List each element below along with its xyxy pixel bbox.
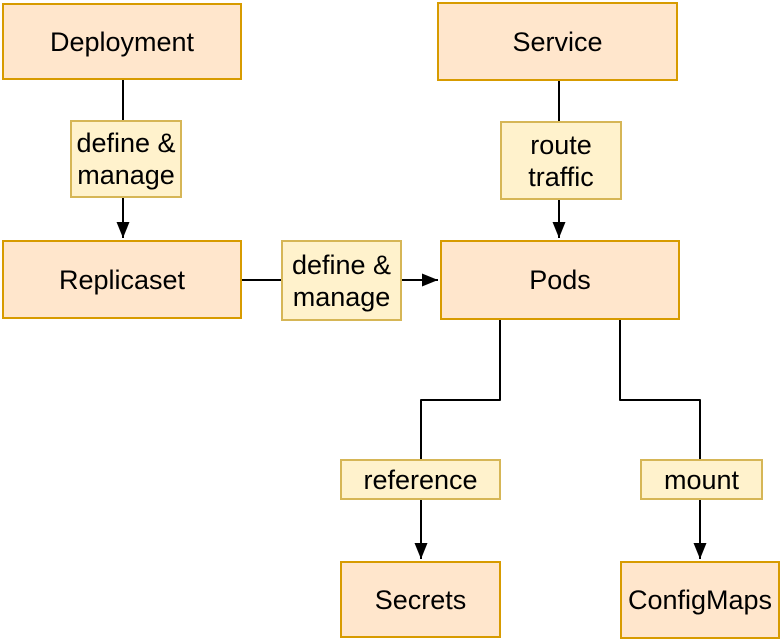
node-deployment: Deployment [2, 3, 242, 80]
edge-label-mount: mount [640, 459, 763, 500]
edge-label-define-manage-replicaset: define & manage [281, 240, 402, 321]
edge-pods-to-secrets [414, 320, 501, 559]
node-secrets: Secrets [340, 561, 501, 638]
edge-pods-to-configmaps [619, 320, 707, 559]
node-pods: Pods [440, 240, 680, 320]
edge-label-route-traffic: route traffic [500, 121, 622, 200]
node-service: Service [437, 2, 678, 81]
edge-label-define-manage-deployment: define & manage [70, 120, 182, 198]
edge-label-reference: reference [340, 459, 501, 500]
node-replicaset: Replicaset [2, 240, 242, 319]
node-configmaps: ConfigMaps [620, 561, 780, 639]
